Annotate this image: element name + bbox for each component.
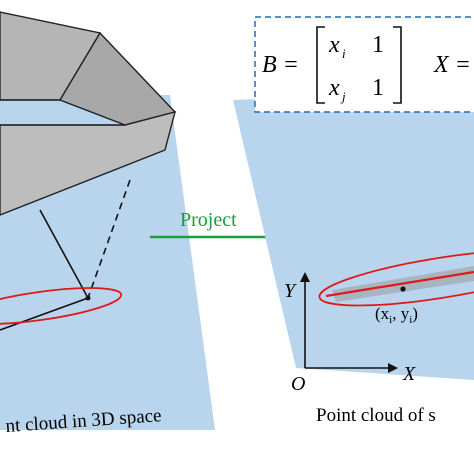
right-ellipse [318,249,474,307]
left-ellipse [0,287,123,325]
matrix-box [254,16,474,113]
matrix-left-bracket [316,26,325,104]
origin-label: O [291,373,305,395]
matrix-r1-var: x [328,32,340,58]
point-label-close: ) [412,304,418,323]
projection-line-dashed [87,179,131,299]
matrix-r2-var: x [328,75,340,101]
caption-right: Point cloud of s [316,405,436,426]
matrix-r2-const: 1 [372,75,384,101]
fitted-line [325,270,474,298]
projection-line-solid [39,209,89,299]
right-plane [233,90,474,380]
matrix-right-bracket [393,26,402,104]
matrix-r1-sub: i [342,46,346,61]
point-label-sub-i2: i [409,314,412,326]
matrix-lhs: B = [262,52,299,78]
project-label: Project [180,209,237,231]
y-axis-label: Y [284,280,297,302]
point-label: (xi, yi) [375,304,418,326]
matrix-r1-const: 1 [372,32,384,58]
point-label-sub-i: i [389,314,392,326]
matrix-r2-sub: j [340,89,346,104]
left-point [85,295,91,301]
point-label-open: (x [375,304,390,323]
sample-point [400,286,406,292]
x-axis-label: X [402,363,416,385]
point-label-mid: , y [392,304,410,323]
x-axis-arrowhead [388,363,398,373]
y-axis-arrowhead [300,272,310,282]
matrix-rhs-start: X = [433,52,471,78]
projection-line-bottom [0,297,89,331]
